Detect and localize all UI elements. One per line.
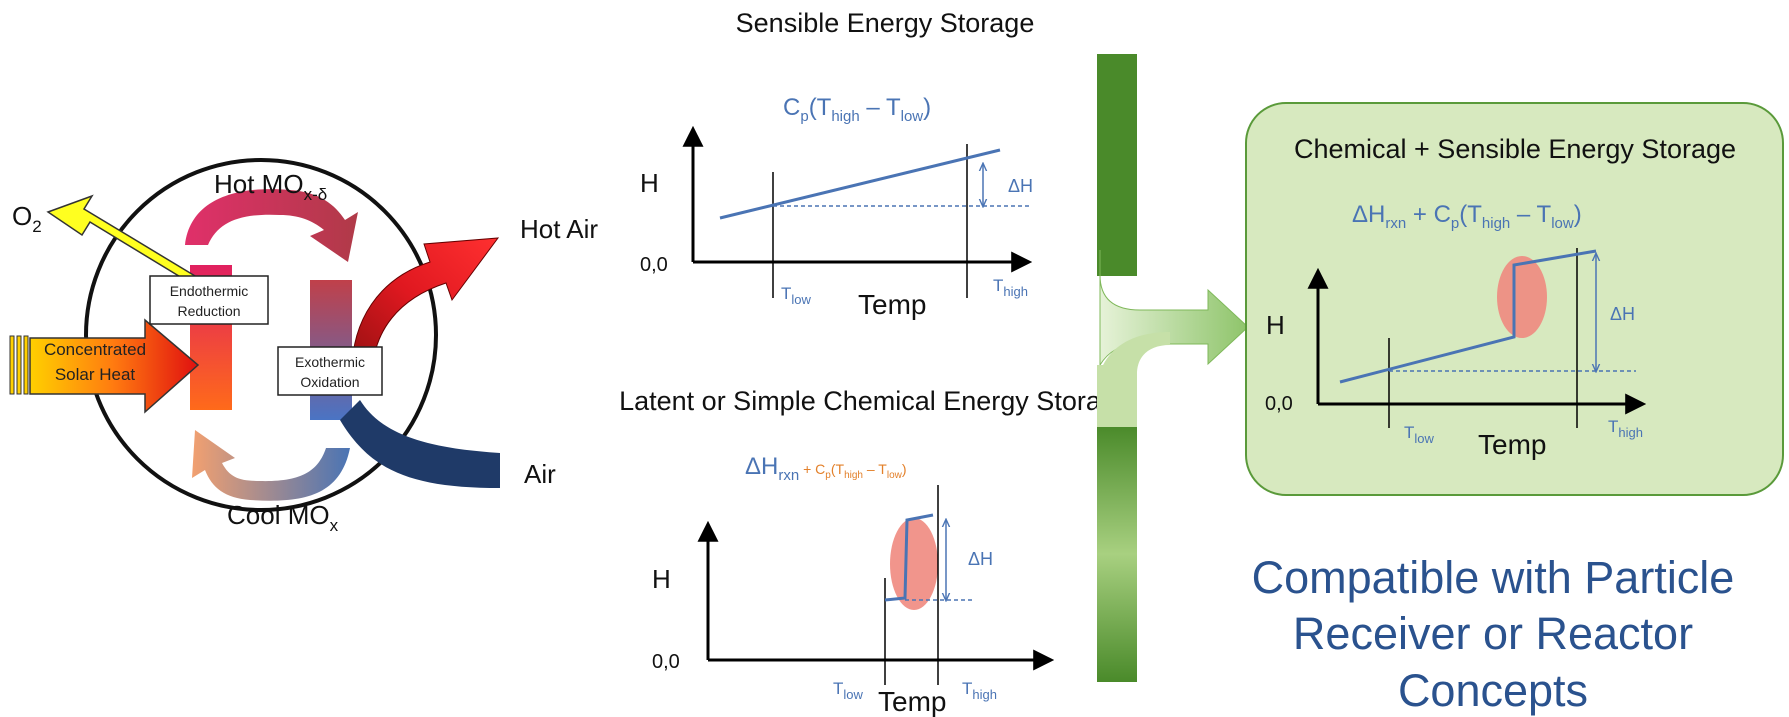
green-vertical-bar-top — [1097, 54, 1137, 276]
cool-mo-label: Cool MOx — [227, 500, 339, 535]
endothermic-label-2: Reduction — [177, 303, 240, 319]
chemical-enthalpy-line — [1339, 249, 1597, 384]
exothermic-label-box: Exothermic Oxidation — [277, 346, 383, 396]
conclusion-text: Compatible with Particle Receiver or Rea… — [1252, 552, 1735, 716]
hot-air-arrow — [351, 237, 500, 379]
sensible-temp-label: Temp — [858, 289, 926, 320]
latent-dh-label: ΔH — [968, 549, 993, 569]
green-vertical-bar-mid — [1097, 365, 1137, 427]
chemical-thigh-label: Thigh — [1608, 417, 1643, 440]
chemical-origin-label: 0,0 — [1265, 393, 1293, 415]
latent-enthalpy-line — [884, 513, 934, 602]
sensible-formula: Cp(Thigh – Tlow) — [783, 94, 931, 125]
conclusion-line-3: Concepts — [1398, 665, 1588, 716]
green-branch-lower — [1100, 332, 1170, 372]
sensible-thigh-label: Thigh — [993, 276, 1028, 299]
hot-cycle-arrow — [185, 189, 358, 262]
chemical-temp-label: Temp — [1478, 429, 1546, 460]
endothermic-label-1: Endothermic — [170, 283, 249, 299]
chemical-reaction-blob — [1497, 256, 1547, 338]
chemical-tlow-label: Tlow — [1404, 423, 1435, 446]
latent-h-label: H — [652, 564, 671, 594]
solar-heat-arrow: Concentrated Solar Heat — [9, 318, 200, 414]
latent-reaction-blob — [890, 518, 938, 610]
exothermic-label-2: Oxidation — [300, 374, 359, 390]
sensible-storage-panel: Sensible Energy Storage Cp(Thigh – Tlow)… — [640, 8, 1034, 320]
chemical-formula: ΔHrxn + Cp(Thigh – Tlow) — [1352, 201, 1582, 232]
cool-cycle-arrow — [192, 430, 350, 501]
sensible-h-label: H — [640, 168, 659, 198]
o2-label: O2 — [12, 201, 42, 236]
solar-label-2: Solar Heat — [55, 365, 136, 384]
sensible-dh-label: ΔH — [1008, 176, 1033, 196]
latent-origin-label: 0,0 — [652, 651, 680, 673]
o2-arrow — [46, 194, 217, 300]
hot-mo-label: Hot MOx-δ — [214, 169, 327, 204]
exothermic-label-1: Exothermic — [295, 354, 365, 370]
chemical-title: Chemical + Sensible Energy Storage — [1294, 134, 1736, 164]
air-arrow — [340, 400, 500, 488]
sensible-origin-label: 0,0 — [640, 254, 668, 276]
sensible-enthalpy-line — [719, 148, 1001, 220]
sensible-title: Sensible Energy Storage — [736, 8, 1035, 38]
latent-temp-label: Temp — [878, 686, 946, 717]
latent-formula: ΔHrxn + Cp(Thigh – Tlow) — [745, 453, 907, 484]
green-branch-upper — [1099, 250, 1249, 367]
conclusion-line-2: Receiver or Reactor — [1293, 608, 1693, 659]
solar-label-1: Concentrated — [44, 340, 146, 359]
endothermic-label-box: Endothermic Reduction — [149, 275, 269, 325]
latent-title: Latent or Simple Chemical Energy Storage — [619, 386, 1131, 416]
latent-storage-panel: Latent or Simple Chemical Energy Storage… — [619, 386, 1131, 717]
green-merge-arrow — [1097, 54, 1249, 682]
latent-thigh-label: Thigh — [962, 679, 997, 702]
redox-cycle: Concentrated Solar Heat Endothermic Redu… — [9, 158, 598, 535]
sensible-tlow-label: Tlow — [781, 284, 812, 307]
cycle-ring — [84, 158, 438, 512]
chemical-dh-label: ΔH — [1610, 304, 1635, 324]
chemical-storage-panel: Chemical + Sensible Energy Storage ΔHrxn… — [1245, 102, 1784, 496]
latent-tlow-label: Tlow — [833, 679, 864, 702]
air-label: Air — [524, 459, 556, 489]
hot-air-label: Hot Air — [520, 214, 598, 244]
conclusion-line-1: Compatible with Particle — [1252, 552, 1735, 603]
chemical-h-label: H — [1266, 310, 1285, 340]
green-vertical-bar-bottom — [1097, 426, 1137, 682]
